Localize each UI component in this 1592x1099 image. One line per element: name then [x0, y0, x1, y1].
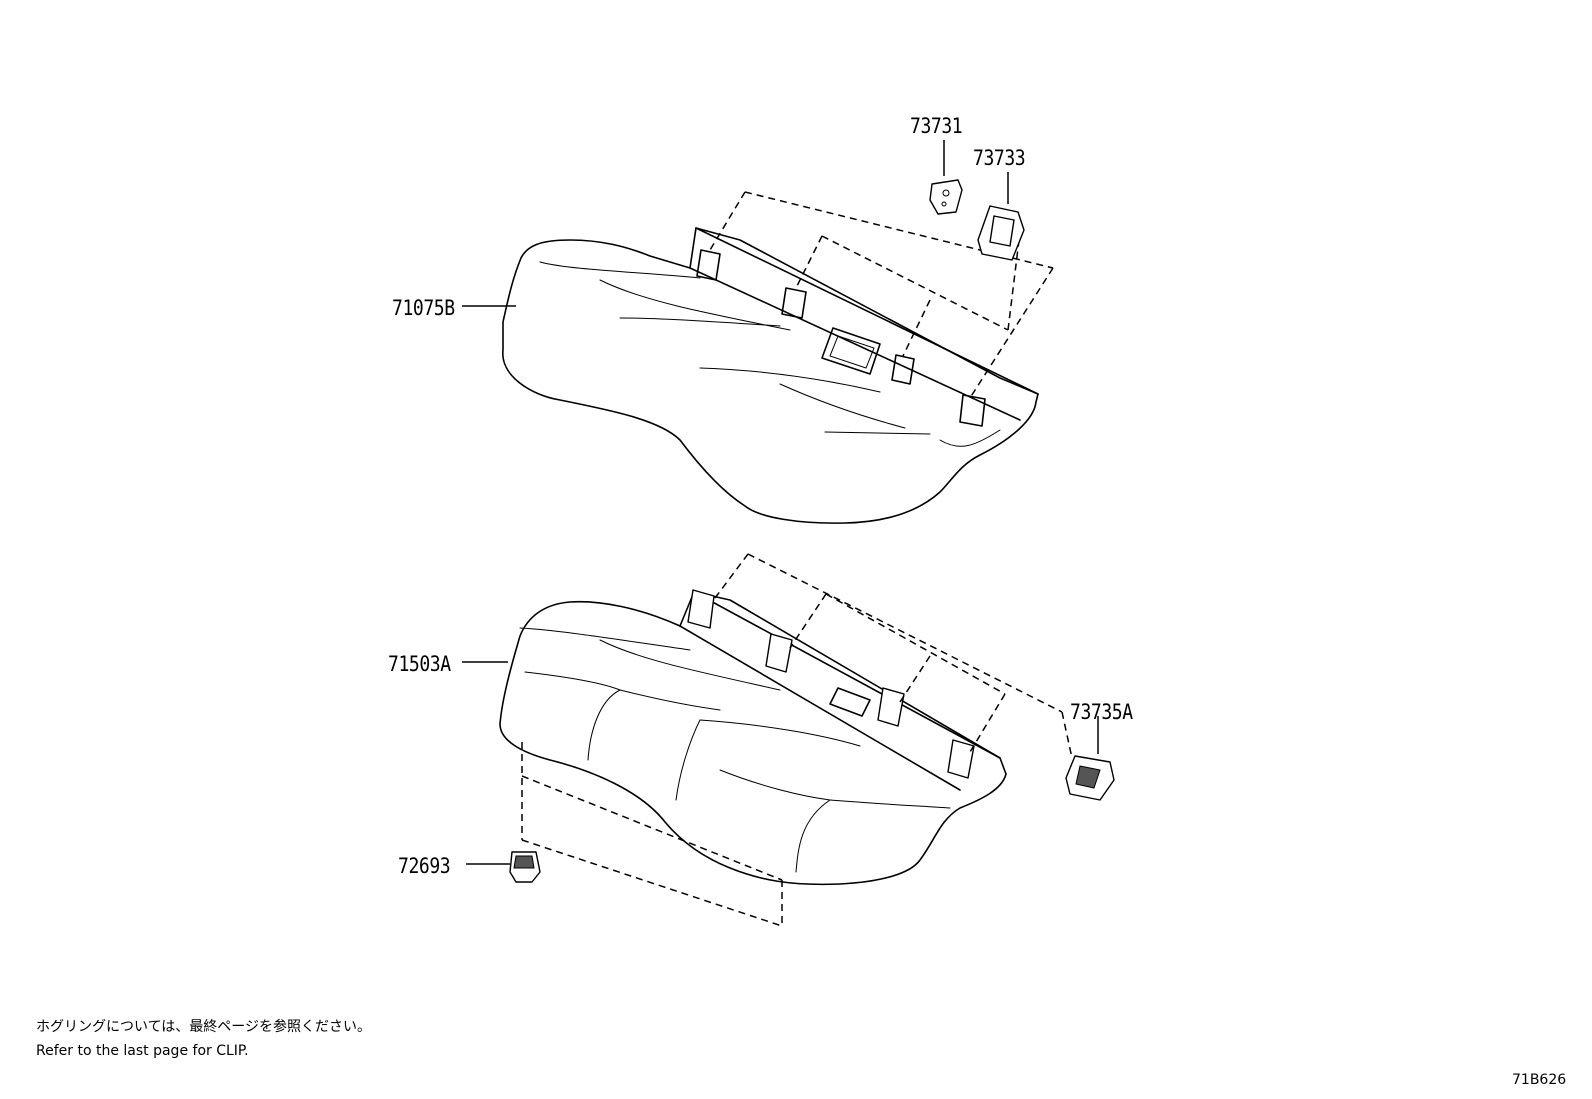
part-label-73731: 73731: [910, 114, 963, 138]
note-japanese: ホグリングについては、最終ページを参照ください。: [36, 1019, 372, 1035]
part-label-73735A: 73735A: [1070, 700, 1133, 724]
part-label-72693: 72693: [398, 854, 451, 878]
diagram-code: 71B626: [1512, 1072, 1567, 1088]
clip-72693-drawing: [466, 851, 541, 883]
part-label-71503A: 71503A: [388, 652, 451, 676]
clip-73731-drawing: [929, 140, 963, 215]
seat-cushion-cover-drawing: [499, 553, 1073, 927]
clip-73735A-drawing: [1065, 716, 1115, 801]
part-label-71075B: 71075B: [392, 296, 455, 320]
part-label-73733: 73733: [973, 146, 1026, 170]
clip-73733-drawing: [977, 172, 1025, 261]
seat-back-cover-drawing: [502, 191, 1054, 524]
note-english: Refer to the last page for CLIP.: [36, 1043, 249, 1059]
